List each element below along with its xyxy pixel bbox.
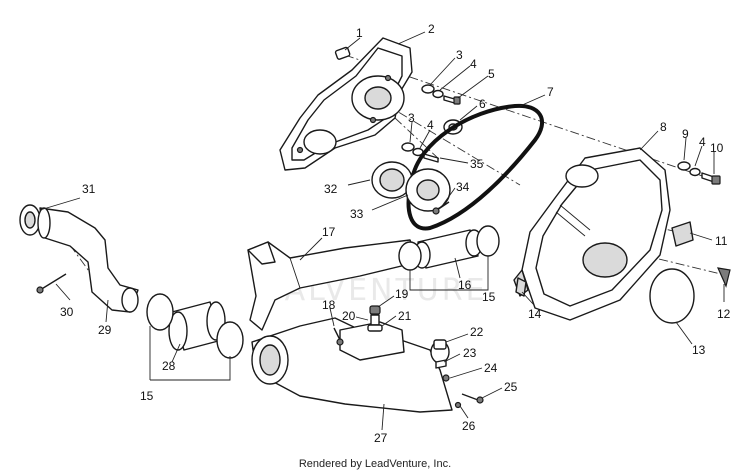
- decal-strip: [671, 221, 694, 247]
- callout-8: 8: [660, 120, 667, 134]
- elbow-screw: [36, 273, 67, 294]
- callouts: 1 2 3 4 5 6 7 3 4 35 8 9 4 10 11 12 13 1…: [60, 22, 731, 445]
- intake-seal: [19, 204, 41, 236]
- lower-screw: [454, 393, 484, 409]
- pin: [334, 46, 351, 60]
- callout-11: 11: [715, 234, 728, 248]
- clamp-left: [146, 293, 244, 359]
- callout-6: 6: [479, 97, 486, 111]
- cover-bolt-stack: [677, 161, 721, 185]
- callout-3: 3: [456, 48, 463, 62]
- callout-21: 21: [398, 309, 412, 323]
- callout-34: 34: [456, 180, 470, 194]
- clip-fasteners: [435, 359, 450, 382]
- screw-18: [333, 327, 344, 346]
- callout-15-left: 15: [140, 389, 154, 403]
- callout-1: 1: [356, 26, 363, 40]
- callout-3-lower: 3: [408, 111, 415, 125]
- callout-30: 30: [60, 305, 74, 319]
- breather-fitting: [367, 305, 383, 332]
- callout-33: 33: [350, 207, 364, 221]
- callout-27: 27: [374, 431, 388, 445]
- callout-28: 28: [162, 359, 176, 373]
- sleeve: [413, 229, 483, 269]
- callout-4: 4: [470, 57, 477, 71]
- leader-lines: [39, 31, 725, 431]
- callout-4-cover: 4: [699, 135, 706, 149]
- callout-5: 5: [488, 67, 495, 81]
- callout-17: 17: [322, 225, 336, 239]
- drive-belt: [406, 103, 545, 231]
- callout-13: 13: [692, 343, 706, 357]
- footer-credit: Rendered by LeadVenture, Inc.: [298, 458, 452, 470]
- callout-31: 31: [82, 182, 96, 196]
- intake-duct: [247, 239, 419, 331]
- callout-15-right: 15: [482, 290, 496, 304]
- lower-sleeve: [168, 301, 226, 351]
- clamp-right: [398, 225, 500, 271]
- callout-24: 24: [484, 361, 498, 375]
- callout-29: 29: [98, 323, 112, 337]
- intake-elbow: [37, 207, 139, 313]
- callout-14: 14: [528, 307, 542, 321]
- callout-26: 26: [462, 419, 476, 433]
- washer-screw-stack-lower: [401, 142, 439, 163]
- lower-duct: [251, 317, 453, 413]
- callout-22: 22: [470, 325, 484, 339]
- plug-22: [433, 339, 447, 350]
- washer-screw-stack-upper: [421, 84, 461, 105]
- gasket-disc: [649, 268, 695, 324]
- decal-triangle: [716, 267, 731, 288]
- callout-4-lower: 4: [427, 118, 434, 132]
- callout-23: 23: [463, 346, 477, 360]
- callout-16: 16: [458, 278, 472, 292]
- callout-20: 20: [342, 309, 356, 323]
- callout-35: 35: [470, 157, 484, 171]
- sprocket: [405, 168, 451, 212]
- callout-7: 7: [547, 85, 554, 99]
- callout-2: 2: [428, 22, 435, 36]
- sprocket-screw: [432, 201, 450, 215]
- callout-9: 9: [682, 127, 689, 141]
- callout-25: 25: [504, 380, 518, 394]
- callout-19: 19: [395, 287, 409, 301]
- seal: [371, 161, 413, 199]
- callout-32: 32: [324, 182, 338, 196]
- cover-tab: [515, 277, 527, 297]
- inner-cover-plate: [279, 37, 413, 171]
- callout-10: 10: [710, 141, 724, 155]
- callout-12: 12: [717, 307, 731, 321]
- callout-18: 18: [322, 298, 336, 312]
- outer-cover: [513, 147, 671, 321]
